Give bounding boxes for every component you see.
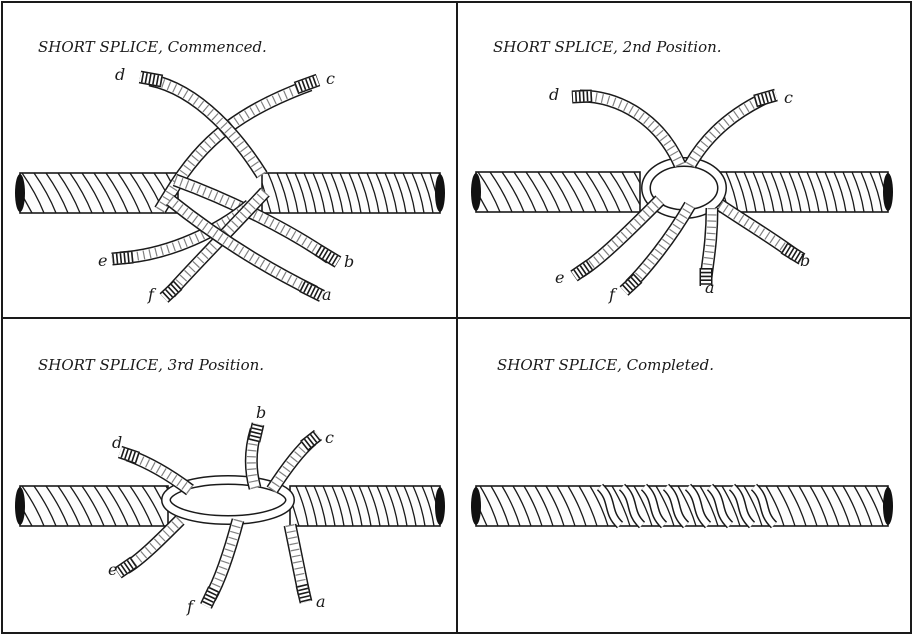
whipped-tip — [120, 452, 138, 458]
right-rope — [720, 172, 888, 212]
strand-label-c: c — [784, 88, 793, 107]
strand-b — [720, 205, 802, 259]
strand-c — [272, 435, 318, 490]
strand-c — [690, 95, 776, 165]
strand-d — [572, 96, 680, 165]
left-rope-end — [15, 174, 25, 212]
strand-label-f: f — [147, 285, 157, 304]
strand-f — [206, 520, 238, 606]
whipped-tip — [302, 286, 322, 296]
strand-b — [251, 424, 258, 488]
whipped-tip — [574, 265, 590, 276]
panel-third-position: SHORT SPLICE, 3rd Position. d b c e f a — [15, 356, 445, 616]
left-rope-end — [471, 173, 481, 211]
strand-label-d: d — [115, 65, 125, 84]
panel-commenced: SHORT SPLICE, Commenced. d c e f b a — [15, 38, 445, 304]
strand-label-e: e — [98, 251, 107, 270]
right-rope — [262, 173, 440, 213]
strand-label-f: f — [186, 597, 196, 616]
whipped-tip — [318, 250, 338, 262]
strand-a — [706, 208, 712, 286]
whipped-tip — [302, 585, 306, 602]
whipped-tip — [572, 96, 592, 97]
strand-label-b: b — [256, 403, 266, 422]
left-rope-end — [471, 487, 481, 525]
panel-completed: SHORT SPLICE, Completed. — [471, 356, 893, 526]
panel-title: SHORT SPLICE, Completed. — [497, 356, 714, 374]
strand-a — [290, 525, 306, 602]
strand-label-d: d — [112, 433, 122, 452]
strand-label-b: b — [800, 251, 810, 270]
strand-e — [118, 520, 180, 573]
rope — [471, 486, 893, 526]
right-rope-end — [883, 173, 893, 211]
left-rope-end — [15, 487, 25, 525]
right-rope — [290, 486, 440, 526]
left-rope — [20, 173, 178, 213]
whipped-tip — [254, 424, 258, 441]
strand-label-c: c — [325, 428, 334, 447]
right-rope-end — [883, 487, 893, 525]
right-rope-end — [435, 487, 445, 525]
whipped-tip — [112, 257, 133, 259]
left-rope — [476, 172, 640, 212]
strand-label-a: a — [705, 278, 715, 297]
strand-label-f: f — [608, 285, 618, 304]
strand-label-d: d — [549, 85, 559, 104]
strand-label-a: a — [322, 285, 332, 304]
panel-title: SHORT SPLICE, 3rd Position. — [38, 356, 264, 374]
strand-d — [120, 452, 190, 490]
strand-label-c: c — [326, 69, 335, 88]
whipped-tip — [140, 77, 162, 81]
left-rope — [20, 486, 168, 526]
strand-label-e: e — [555, 268, 564, 287]
strand-label-e: e — [108, 560, 117, 579]
whipped-tip — [118, 562, 134, 573]
panel-title: SHORT SPLICE, 2nd Position. — [493, 38, 722, 56]
right-rope-end — [435, 174, 445, 212]
whipped-tip — [755, 95, 776, 101]
strand-label-b: b — [344, 252, 354, 271]
whipped-tip — [206, 589, 214, 606]
whipped-tip — [296, 80, 318, 88]
whipped-tip — [304, 435, 318, 446]
panel-title: SHORT SPLICE, Commenced. — [38, 38, 267, 56]
panel-second-position: SHORT SPLICE, 2nd Position. d c e f a b — [471, 38, 893, 304]
strand-label-a: a — [316, 592, 326, 611]
